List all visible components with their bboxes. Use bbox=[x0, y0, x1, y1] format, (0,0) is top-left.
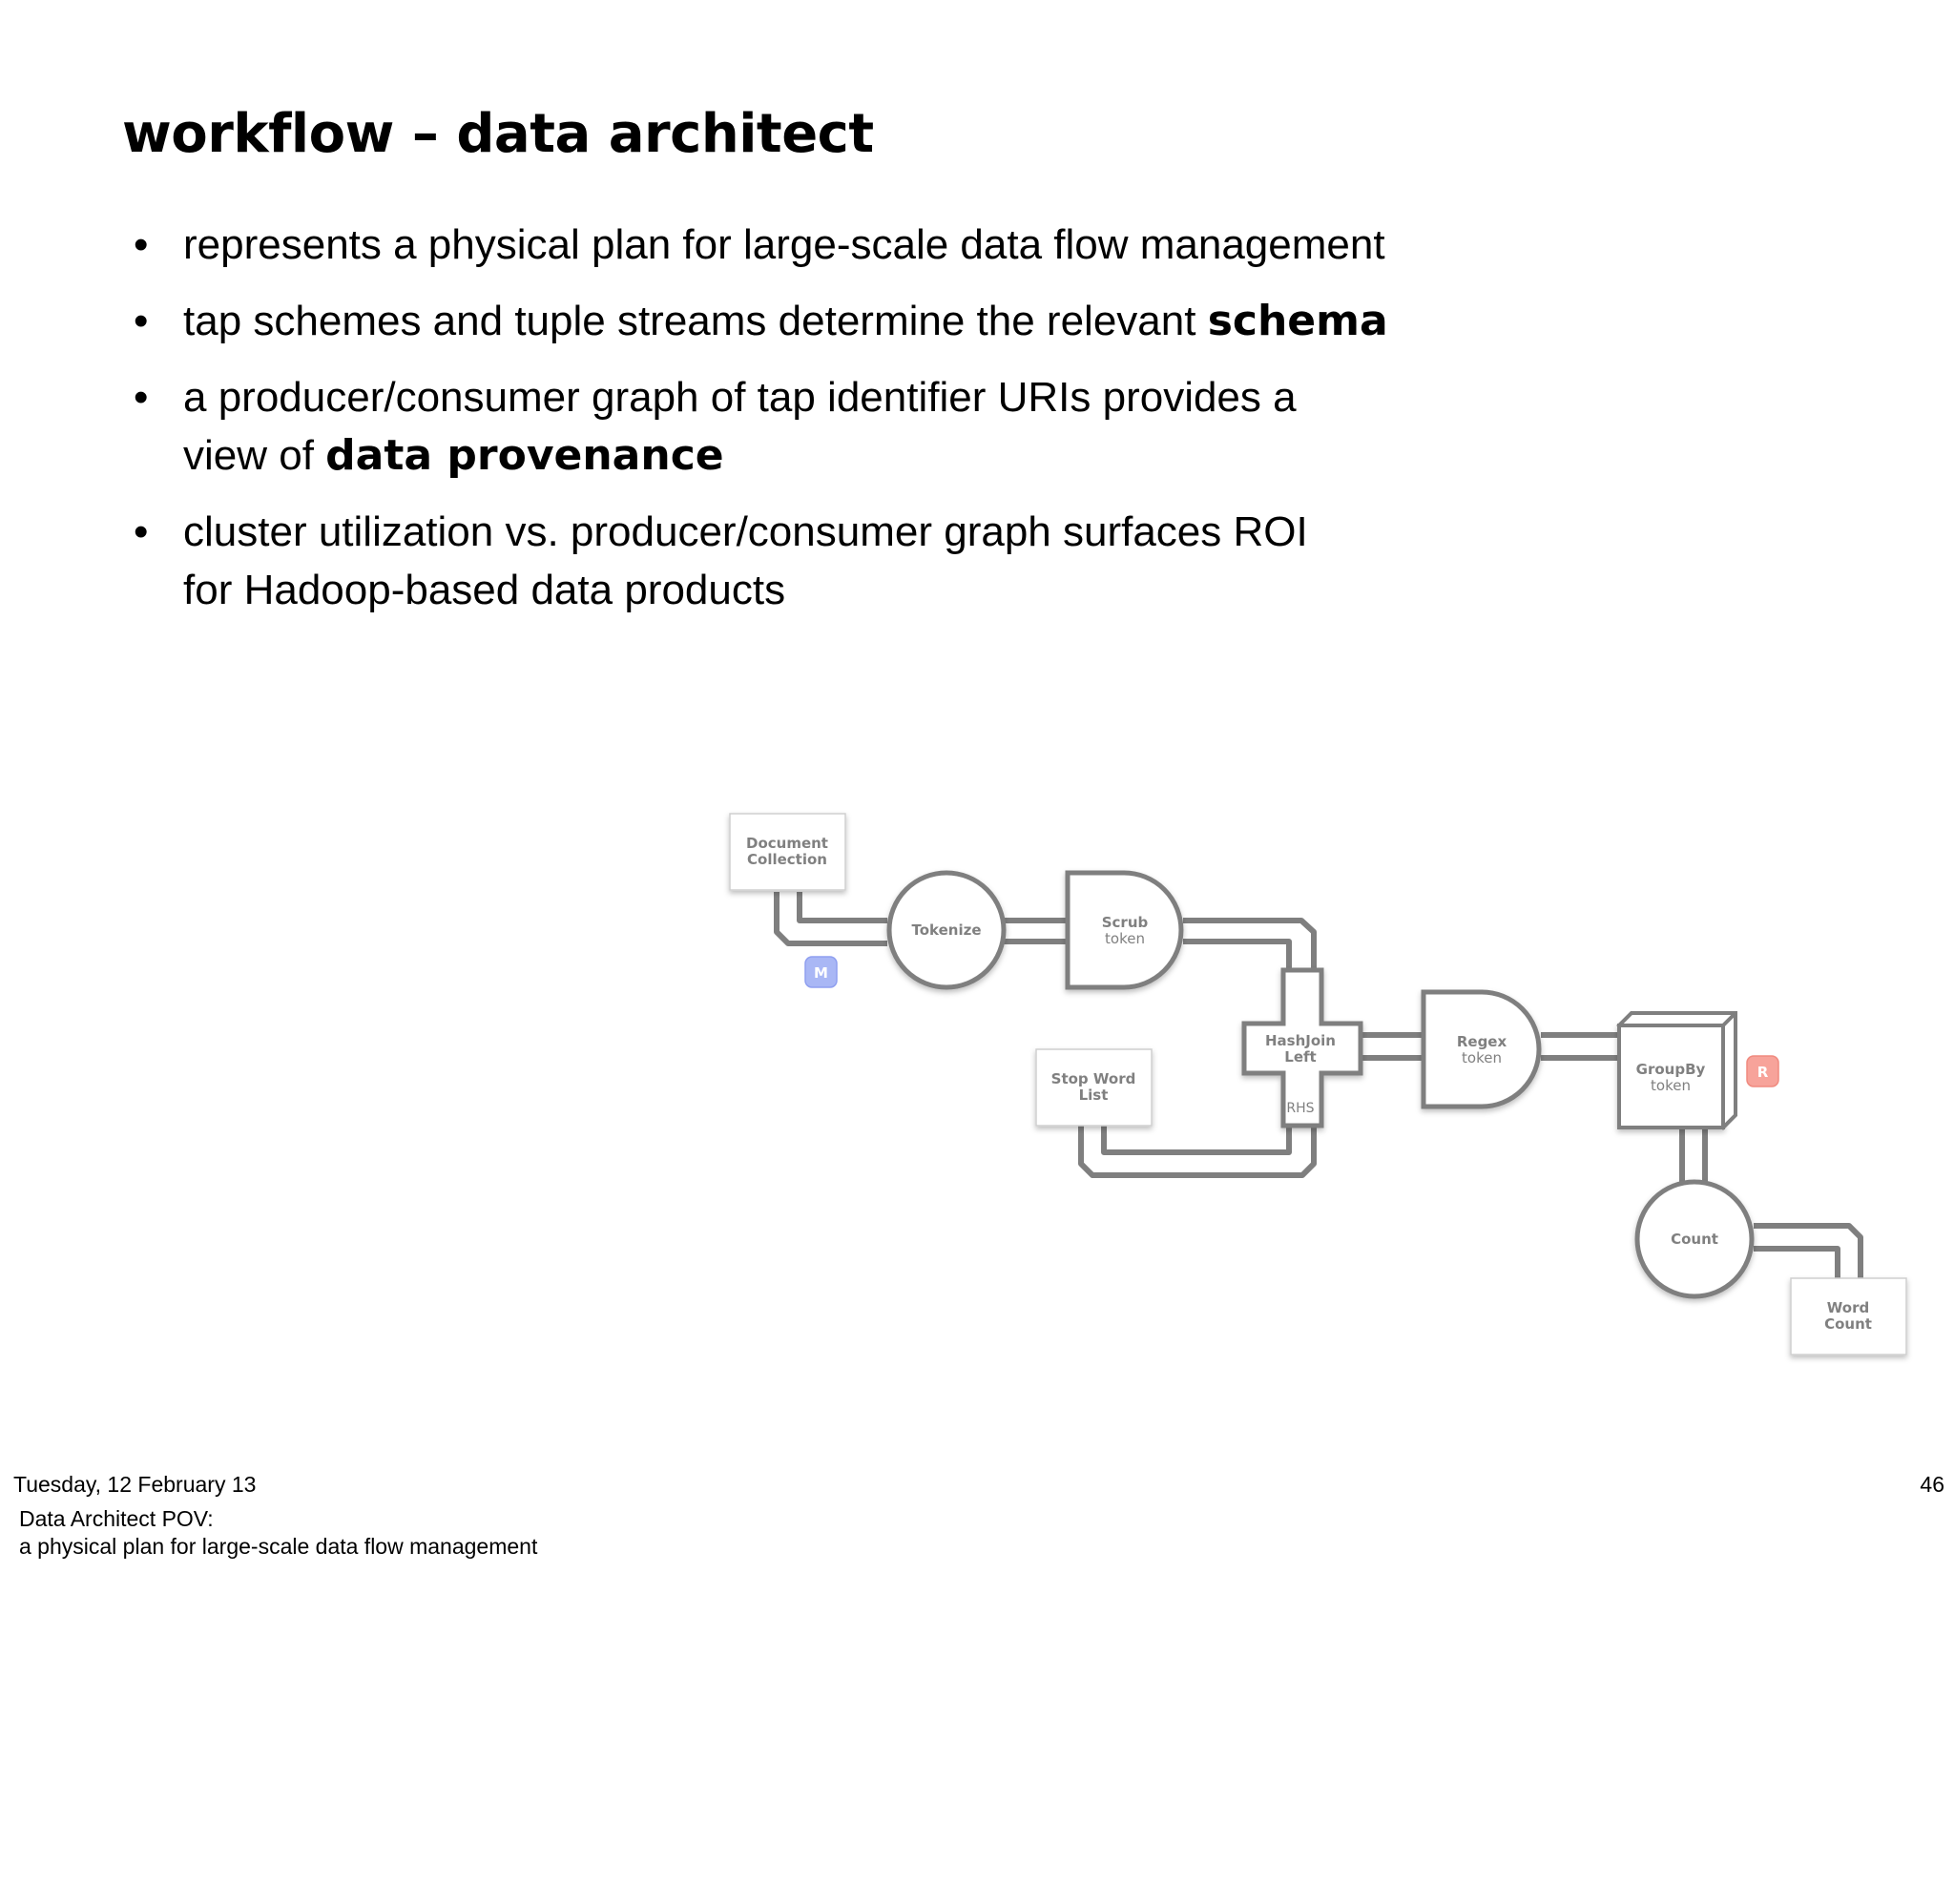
pipe-scrub-hashjoin bbox=[1183, 918, 1317, 970]
node-label: Left bbox=[1284, 1048, 1316, 1066]
bullet-bold-text: data provenance bbox=[325, 431, 724, 480]
bullet-text: represents a physical plan for large-sca… bbox=[183, 221, 1385, 268]
reduce-badge: R bbox=[1746, 1055, 1779, 1087]
pipes bbox=[774, 892, 1863, 1278]
bullet-item: • cluster utilization vs. producer/consu… bbox=[134, 503, 1469, 619]
slide-title: workflow – data architect bbox=[122, 103, 874, 165]
node-label: Tokenize bbox=[911, 921, 981, 939]
bullet-text: cluster utilization vs. producer/consume… bbox=[183, 508, 1308, 555]
bullet-text: tap schemes and tuple streams determine … bbox=[183, 298, 1208, 344]
pipe-stopword-hashjoin bbox=[1078, 1126, 1317, 1178]
node-label: Document bbox=[746, 835, 828, 852]
node-label: Scrub bbox=[1102, 914, 1149, 931]
node-tokenize: Tokenize bbox=[886, 870, 1007, 990]
bullet-dot: • bbox=[134, 221, 149, 268]
node-label: Count bbox=[1824, 1315, 1872, 1333]
node-label: Count bbox=[1671, 1231, 1718, 1248]
node-document-collection: Document Collection bbox=[729, 813, 846, 891]
node-sublabel: token bbox=[1462, 1049, 1502, 1066]
node-sublabel: token bbox=[1105, 930, 1145, 947]
bullet-dot: • bbox=[134, 508, 149, 555]
node-label: GroupBy bbox=[1636, 1061, 1706, 1078]
node-label: Stop Word bbox=[1051, 1070, 1136, 1087]
bullet-item: • a producer/consumer graph of tap ident… bbox=[134, 368, 1469, 485]
badge-label: R bbox=[1757, 1064, 1769, 1081]
node-stop-word-list: Stop Word List bbox=[1035, 1048, 1153, 1127]
node-label: HashJoin bbox=[1265, 1032, 1336, 1049]
node-hashjoin: HashJoin Left RHS bbox=[1241, 967, 1363, 1128]
bullet-item: • tap schemes and tuple streams determin… bbox=[134, 292, 1469, 350]
map-badge: M bbox=[804, 956, 838, 988]
pipe-doc-tokenize bbox=[774, 892, 887, 946]
pipe-count-wordcount bbox=[1754, 1223, 1863, 1278]
node-label: Word bbox=[1827, 1299, 1869, 1316]
page-number: 46 bbox=[1920, 1472, 1944, 1497]
node-label: List bbox=[1079, 1087, 1109, 1104]
badge-label: M bbox=[814, 964, 828, 982]
node-sublabel: RHS bbox=[1286, 1101, 1314, 1116]
bullet-dot: • bbox=[134, 298, 149, 344]
node-groupby: GroupBy token bbox=[1616, 1011, 1737, 1130]
node-word-count: Word Count bbox=[1790, 1277, 1907, 1356]
bullet-bold-text: schema bbox=[1207, 297, 1388, 345]
bullet-item: • represents a physical plan for large-s… bbox=[134, 216, 1469, 274]
bullet-text: a producer/consumer graph of tap identif… bbox=[183, 374, 1297, 421]
notes-line: a physical plan for large-scale data flo… bbox=[19, 1534, 538, 1559]
notes-line: Data Architect POV: bbox=[19, 1506, 214, 1531]
speaker-notes: Data Architect POV: a physical plan for … bbox=[19, 1505, 537, 1561]
footer-date: Tuesday, 12 February 13 bbox=[13, 1472, 257, 1497]
bullet-list: • represents a physical plan for large-s… bbox=[134, 216, 1469, 637]
node-count: Count bbox=[1634, 1179, 1755, 1299]
bullet-text: for Hadoop-based data products bbox=[183, 567, 786, 613]
node-label: Regex bbox=[1457, 1033, 1507, 1050]
bullet-text: view of bbox=[183, 432, 326, 479]
node-scrub: Scrub token bbox=[1065, 870, 1184, 990]
node-regex: Regex token bbox=[1421, 989, 1542, 1109]
node-label: Collection bbox=[747, 851, 827, 868]
bullet-dot: • bbox=[134, 374, 149, 421]
node-sublabel: token bbox=[1651, 1077, 1691, 1094]
